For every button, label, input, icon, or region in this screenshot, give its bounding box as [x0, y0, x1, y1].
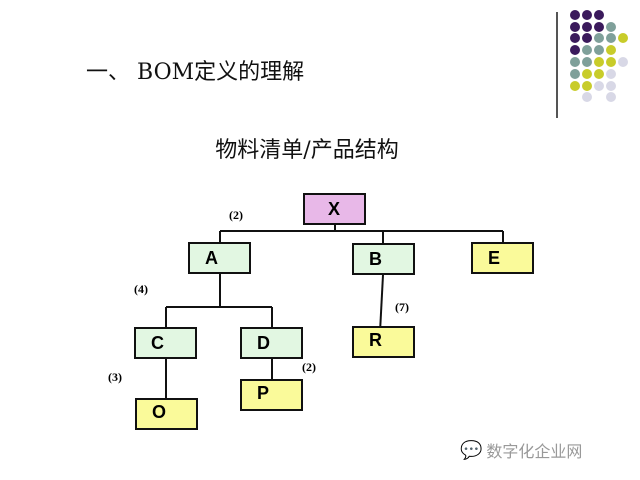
node-box	[352, 326, 415, 358]
node-o: O	[135, 398, 198, 430]
decor-dot	[582, 92, 592, 102]
node-box	[134, 327, 197, 359]
decor-dot	[582, 10, 592, 20]
node-box	[352, 243, 415, 275]
decor-dot	[570, 22, 580, 32]
qty-label-a: (2)	[229, 208, 243, 222]
decor-dot	[570, 69, 580, 79]
tree-connectors	[165, 223, 504, 399]
decor-dot	[594, 22, 604, 32]
node-label: B	[369, 249, 382, 269]
qty-label-r: (7)	[395, 300, 409, 314]
decor-dot	[570, 45, 580, 55]
node-label: E	[488, 248, 500, 268]
decor-dot	[594, 81, 604, 91]
decor-dot	[594, 45, 604, 55]
node-a: A	[188, 242, 251, 274]
node-label: C	[151, 333, 164, 353]
node-box	[303, 193, 366, 225]
decor-dot	[570, 33, 580, 43]
decor-divider	[556, 12, 558, 118]
node-r: R	[352, 326, 415, 358]
decor-dot	[582, 22, 592, 32]
node-label: X	[328, 199, 340, 219]
decor-dot	[582, 45, 592, 55]
slide-subtitle: 物料清单/产品结构	[215, 138, 399, 163]
watermark-text: 数字化企业网	[486, 442, 583, 461]
node-box	[135, 398, 198, 430]
decor-dot	[606, 57, 616, 67]
node-box	[188, 242, 251, 274]
node-c: C	[134, 327, 197, 359]
slide-title: 一、 BOM定义的理解	[86, 60, 305, 85]
decor-dot	[582, 81, 592, 91]
decor-dot	[606, 92, 616, 102]
decor-dot	[606, 81, 616, 91]
decor-dot	[594, 33, 604, 43]
decor-dot	[594, 10, 604, 20]
node-box	[240, 379, 303, 411]
decor-dot	[570, 57, 580, 67]
decor-dot	[582, 69, 592, 79]
node-label: D	[257, 333, 270, 353]
qty-label-c: (4)	[134, 282, 148, 296]
decor-dot	[570, 10, 580, 20]
decor-dot	[594, 69, 604, 79]
decor-dot	[606, 45, 616, 55]
wechat-icon: 💬	[460, 439, 483, 461]
decor-dot	[606, 22, 616, 32]
node-b: B	[352, 243, 415, 275]
node-label: O	[152, 402, 166, 422]
node-e: E	[471, 242, 534, 274]
qty-label-p: (2)	[302, 360, 316, 374]
node-label: A	[205, 248, 218, 268]
decor-dot	[582, 57, 592, 67]
decor-dot	[618, 33, 628, 43]
watermark: 💬 数字化企业网	[460, 438, 582, 462]
qty-label-o: (3)	[108, 370, 122, 384]
decor-dot	[570, 81, 580, 91]
decor-dot	[582, 33, 592, 43]
decor-dot	[606, 69, 616, 79]
decor-dot	[606, 33, 616, 43]
node-label: P	[257, 383, 269, 403]
node-d: D	[240, 327, 303, 359]
node-box	[240, 327, 303, 359]
node-p: P	[240, 379, 303, 411]
node-label: R	[369, 330, 382, 350]
node-box	[471, 242, 534, 274]
node-x: X	[303, 193, 366, 225]
decor-dot	[618, 57, 628, 67]
decor-dot	[594, 57, 604, 67]
